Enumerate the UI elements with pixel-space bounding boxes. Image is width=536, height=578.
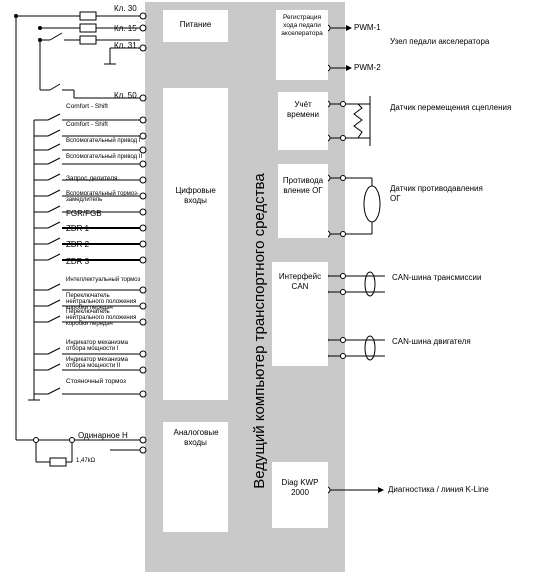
input-label: Индикатор механизма отбора мощности I xyxy=(66,340,128,352)
input-row xyxy=(34,387,147,398)
can-trans-twist xyxy=(364,271,376,297)
fuse-kl15 xyxy=(79,23,97,33)
clutch-spring xyxy=(353,103,363,139)
clutch-label: Датчик перемещения сцепления xyxy=(390,103,512,112)
diag-line-label: Диагностика / линия K-Line xyxy=(388,485,489,494)
input-row xyxy=(34,237,147,248)
neutral-switch-label: Одинарное Н xyxy=(78,431,128,440)
block-power-label: Питание xyxy=(179,20,212,29)
input-label: Индикатор механизма отбора мощности II xyxy=(66,357,128,369)
backpressure-sensor-text: Датчик противодавления ОГ xyxy=(390,184,483,203)
input-label: Вспомогательный привод I xyxy=(66,138,141,144)
block-digital-text: Цифровые входы xyxy=(175,186,216,205)
can-engine-twist xyxy=(364,335,376,361)
input-row xyxy=(34,221,147,232)
block-time xyxy=(278,92,328,150)
kl30-label: Кл. 30 xyxy=(114,4,137,13)
block-analog-label: Аналоговые входы xyxy=(163,428,228,448)
input-label: Comfort - Shift xyxy=(66,121,108,128)
input-label: ZDR 3 xyxy=(66,257,90,266)
block-backpressure-label: Противодавление ОГ xyxy=(278,176,328,196)
pwm2-label: PWM-2 xyxy=(354,63,381,72)
fuse-kl30 xyxy=(79,11,97,21)
input-row xyxy=(34,299,147,310)
backpressure-sensor-shape xyxy=(363,185,381,223)
input-row xyxy=(34,347,147,358)
input-row xyxy=(34,129,147,140)
input-label: Переключатель нейтрального положения кор… xyxy=(66,309,137,327)
input-label: Comfort - Shift xyxy=(66,103,108,110)
pwm1-label: PWM-1 xyxy=(354,23,381,32)
block-power xyxy=(163,10,228,42)
can-engine-label: CAN-шина двигателя xyxy=(392,337,471,346)
input-row xyxy=(34,113,147,124)
block-analog-text: Аналоговые входы xyxy=(173,428,219,447)
input-label: FGR/FGB xyxy=(66,209,102,218)
kl31-label: Кл. 31 xyxy=(114,41,137,50)
block-digital xyxy=(163,88,228,400)
resistor-label: 1,47kΩ xyxy=(76,458,96,464)
analog-pins xyxy=(33,436,147,454)
input-row xyxy=(34,363,147,374)
block-backpressure xyxy=(278,164,328,238)
input-label: Интеллектуальный тормоз xyxy=(66,277,141,283)
input-label: Вспомогательный привод II xyxy=(66,154,143,160)
fuse-kl15b xyxy=(79,35,97,45)
block-pedal-reg xyxy=(276,10,328,80)
block-time-label: Учёт времени xyxy=(278,100,328,120)
terminal-pins xyxy=(139,12,147,102)
ecu-title: Ведущий компьютер транспортного средства xyxy=(251,173,268,489)
input-row xyxy=(34,315,147,326)
input-row xyxy=(34,157,147,168)
block-diag-label: Diag KWP 2000 xyxy=(272,478,328,498)
block-analog xyxy=(163,422,228,532)
block-can-label: Интерфейс CAN xyxy=(272,272,328,292)
input-label: Стояночный тормоз xyxy=(66,378,127,385)
block-can xyxy=(272,262,328,366)
input-label: Запрос делителя xyxy=(66,175,118,182)
input-label: Переключатель нейтрального положения кор… xyxy=(66,293,137,311)
block-pedal-reg-text: Регистрация хода педали акселератора xyxy=(281,14,323,37)
input-lines xyxy=(34,113,147,398)
block-diag xyxy=(272,462,328,528)
right-wiring xyxy=(328,27,385,491)
kl15-label: Кл. 15 xyxy=(114,24,137,33)
block-can-text: Интерфейс CAN xyxy=(278,272,322,291)
right-arrows xyxy=(346,25,384,493)
block-digital-label: Цифровые входы xyxy=(163,186,228,206)
block-diag-text: Diag KWP 2000 xyxy=(281,478,319,497)
backpressure-sensor-label: Датчик противодавления ОГ xyxy=(390,184,490,204)
input-row xyxy=(34,189,147,200)
input-row xyxy=(34,143,147,154)
can-trans-label: CAN-шина трансмиссии xyxy=(392,273,482,282)
input-row xyxy=(34,205,147,216)
input-row xyxy=(34,283,147,294)
input-label: ZDR 1 xyxy=(66,224,90,233)
input-label: Вспомогательный тормоз-замедлитель xyxy=(66,191,139,203)
block-pedal-reg-label: Регистрация хода педали акселератора xyxy=(276,14,328,38)
input-row xyxy=(34,253,147,264)
resistor xyxy=(49,457,67,467)
dots xyxy=(14,14,42,42)
block-backpressure-text: Противодавление ОГ xyxy=(282,176,324,195)
input-row xyxy=(34,173,147,184)
block-time-text: Учёт времени xyxy=(287,100,319,119)
pedal-label: Узел педали акселератора xyxy=(390,37,490,46)
input-label: ZDR 2 xyxy=(66,240,90,249)
kl50-label: Кл. 50 xyxy=(114,91,137,100)
